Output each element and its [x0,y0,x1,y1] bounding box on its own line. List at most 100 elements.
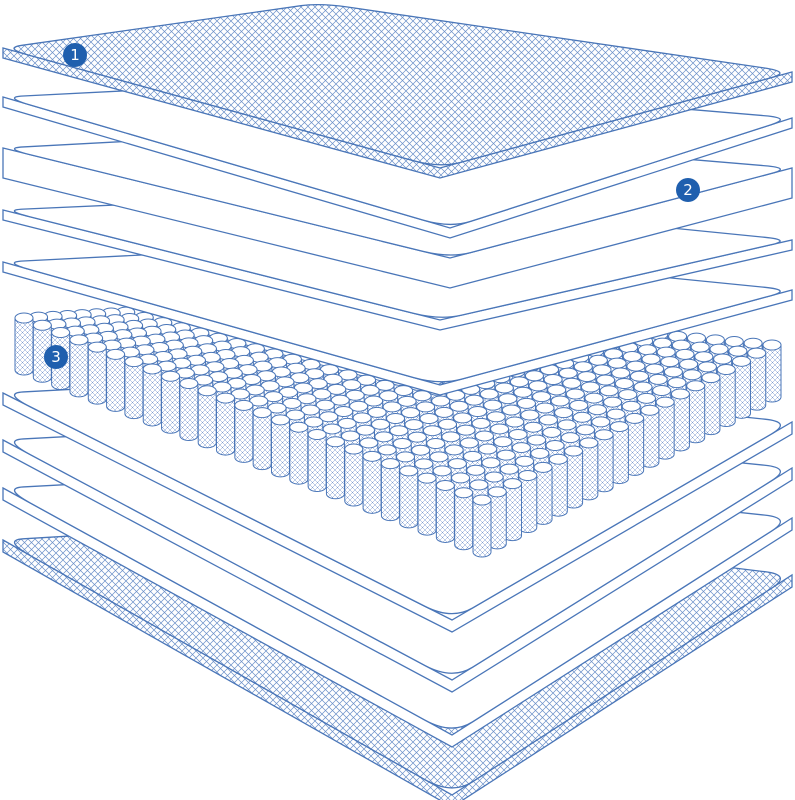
spring-coil-top [690,341,710,353]
spring-coil-top [724,336,744,348]
spring-coil-top [663,366,683,378]
spring-coil [270,414,290,478]
spring-coil-top [337,417,357,429]
spring-coil [454,487,474,551]
spring-coil-top [32,319,52,331]
badge-2-label: 2 [683,181,693,199]
spring-coil-top [532,391,552,403]
spring-coil-top [511,442,531,454]
spring-coil [417,472,437,536]
spring-coil-top [407,431,427,443]
spring-coil-top [435,479,455,491]
spring-coil-top [584,392,604,404]
spring-coil [179,378,199,442]
spring-coil-top [360,384,380,396]
spring-coil-top [667,377,687,389]
badge-3-circle [44,345,68,369]
spring-coil-body [454,492,474,551]
top-quilted-cover [2,3,793,179]
spring-coil-top [234,399,254,411]
spring-coil-top [307,428,327,440]
spring-coil-body [399,470,419,529]
spring-coil [124,356,144,420]
spring-coil-body [270,419,290,478]
spring-coil-top [447,458,467,470]
spring-coil-body [179,383,199,442]
spring-coil-top [454,487,474,499]
spring-coil-top [463,450,483,462]
spring-coil-top [614,378,634,390]
spring-coil-top [431,395,451,407]
spring-coil-top [106,348,126,360]
badge-2-circle [676,178,700,202]
spring-coil-top [422,425,442,437]
spring-coil-top [558,367,578,379]
spring-coil-top [686,380,706,392]
spring-coil-top [697,361,717,373]
spring-coil-top [588,354,608,366]
spring-coil-top [142,363,162,375]
spring-coil-top [478,443,498,455]
spring-coil-top [392,438,412,450]
spring-coil-top [652,384,672,396]
bottom-quilted-cover-side [2,538,793,800]
spring-coil [197,385,217,449]
spring-coil-body [69,339,89,398]
spring-coil-body [161,375,181,434]
spring-coil [487,486,507,550]
badge-3: 3 [44,345,68,369]
spring-coil-top [449,400,469,412]
spring-coil-top [713,353,733,365]
spring-coil [399,465,419,529]
spring-coil-body [380,463,400,522]
spring-coil [762,339,782,403]
spring-coil-top [515,455,535,467]
spring-coil-top [297,393,317,405]
spring-coil-body [197,390,217,449]
spring-coil-top [441,431,461,443]
spring-coil-body [124,361,144,420]
spring-coil-top [401,407,421,419]
spring-coil-body [435,484,455,543]
spring-coil [747,347,767,411]
spring-coil-top [501,404,521,416]
spring-coil-top [419,412,439,424]
spring-coil [234,399,254,463]
upper-layer-stack [2,3,793,396]
spring-coil-top [456,424,476,436]
spring-coil-top [308,378,328,390]
spring-coil-top [543,373,563,385]
spring-coil-body [14,317,34,376]
spring-coil-top [743,337,763,349]
spring-coil-top [637,344,657,356]
spring-coil-top [609,421,629,433]
spring-coil-top [490,423,510,435]
spring-coil-top [468,406,488,418]
spring-coil-top [528,380,548,392]
spring-coil-body [472,499,492,558]
spring-coil-top [576,424,596,436]
spring-coil-top [731,355,751,367]
spring-coil-top [625,412,645,424]
spring-coil-top [397,395,417,407]
spring-coil-top [375,379,395,391]
spring-coil [435,479,455,543]
spring-coil-top [14,312,34,324]
spring-coil-top [747,347,767,359]
spring-coil-top [434,406,454,418]
spring-coil [594,429,614,493]
spring-coil-top [312,388,332,400]
base-layer-1-side [2,391,793,633]
spring-coil-top [479,388,499,400]
spring-coil [106,348,126,412]
spring-coil-top [483,399,503,411]
spring-coil-top [471,417,491,429]
spring-coil-top [618,389,638,401]
spring-coil-top [569,399,589,411]
spring-coil-top [533,461,553,473]
spring-coil [670,388,690,452]
spring-coil-top [611,367,631,379]
spring-coil-top [344,443,364,455]
spring-coil-top [496,449,516,461]
